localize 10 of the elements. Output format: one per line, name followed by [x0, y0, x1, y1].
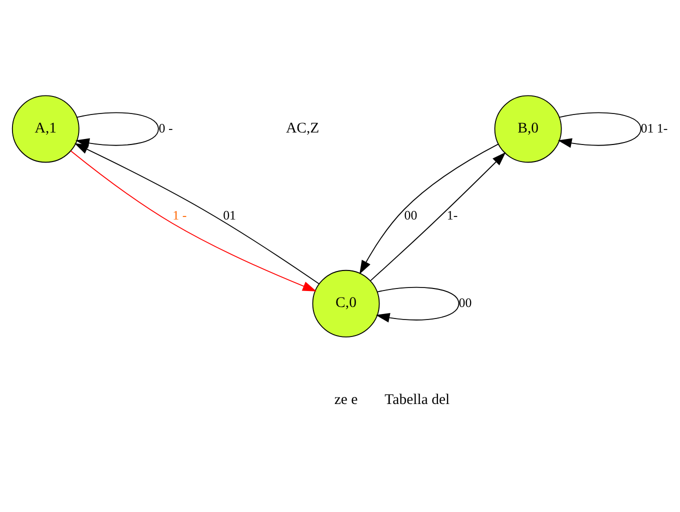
edge-label: 1-	[446, 207, 458, 222]
edge-label: 1 -	[172, 207, 187, 222]
edge-label: 0 -	[158, 120, 173, 135]
edge-label: 00	[404, 207, 418, 222]
edge-label: 01 1-	[640, 120, 668, 135]
edge-label: 00	[458, 294, 472, 310]
label: ze e	[334, 392, 358, 408]
edge-label: 01	[223, 207, 236, 222]
label: AC,Z	[286, 120, 320, 136]
label: Tabella del	[384, 392, 450, 408]
